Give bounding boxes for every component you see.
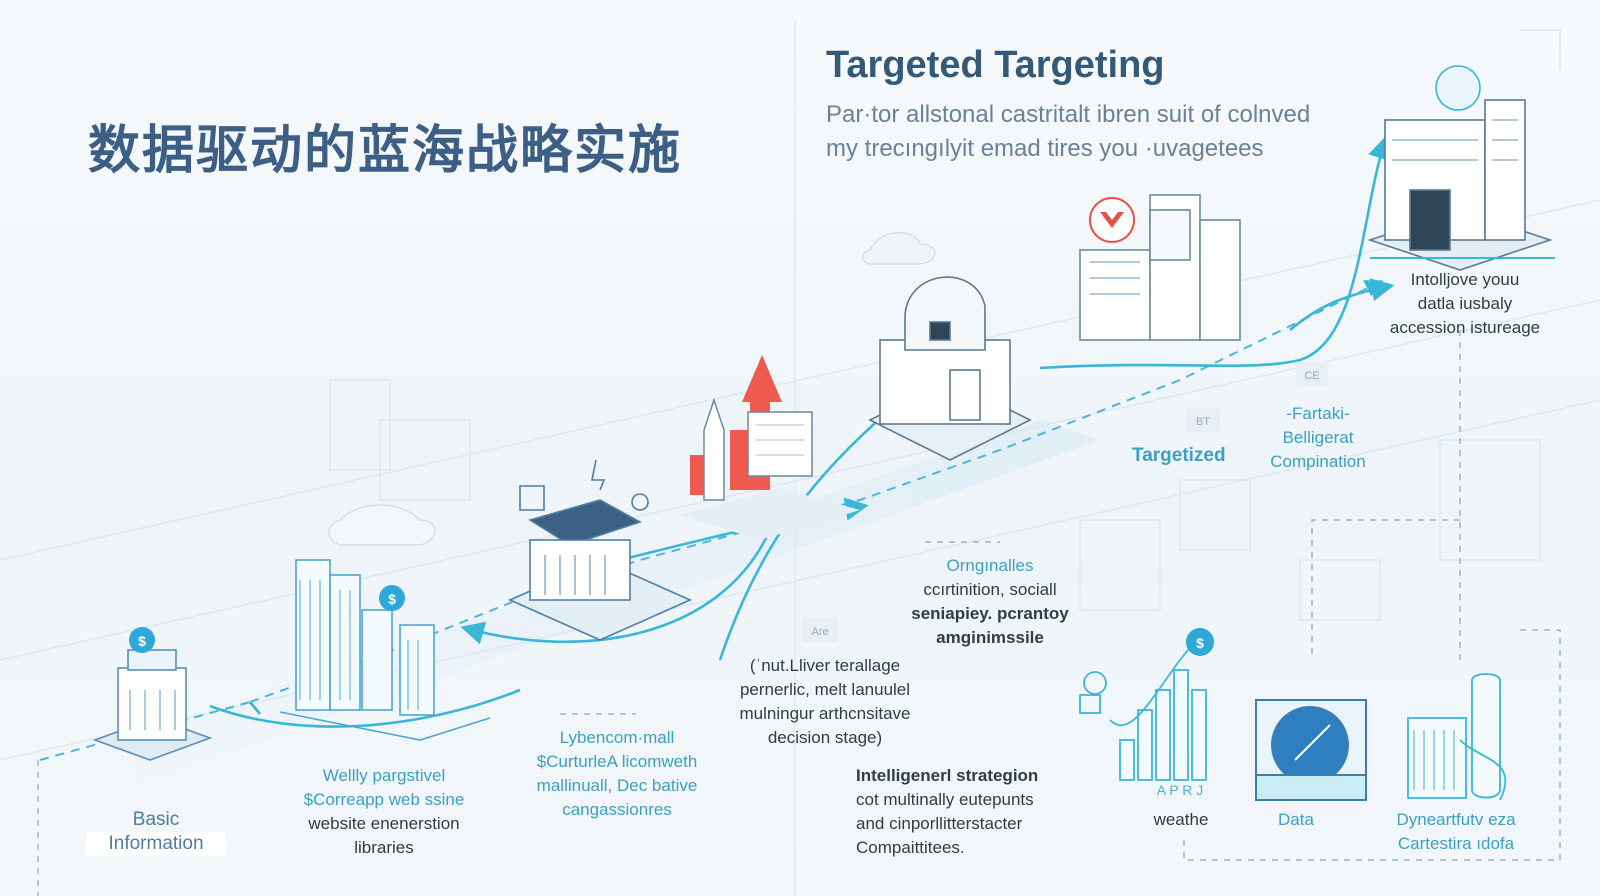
dollar-coin-icon: $ bbox=[138, 633, 146, 649]
label-line: Targetized bbox=[1132, 445, 1226, 466]
label-line: Intelligenerl strategion bbox=[856, 766, 1039, 785]
axis-letters: A P R J bbox=[1157, 782, 1203, 798]
label-web: Wellly pargstivel $Correapp web ssine we… bbox=[284, 764, 484, 860]
label-line: pernerlic, melt lanuulel bbox=[739, 680, 911, 699]
label-line: datla iusbaly bbox=[1417, 294, 1513, 313]
subtitle-line: Par·tor allstonal castritalt ibren suit … bbox=[826, 101, 1311, 128]
label-line: weathe bbox=[1153, 810, 1209, 829]
page-title: 数据驱动的蓝海战略实施 bbox=[88, 122, 683, 180]
rocket-icon bbox=[680, 355, 860, 540]
label-line: Basic bbox=[132, 809, 180, 830]
label-line: Intolljove youu bbox=[1410, 270, 1520, 289]
bt-badge: BT bbox=[1196, 416, 1210, 428]
office-building-icon bbox=[1079, 194, 1241, 341]
label-line: amginimssile bbox=[936, 628, 1044, 647]
data-tower-icon bbox=[1367, 65, 1553, 271]
label-line: -Fartaki- bbox=[1286, 404, 1350, 423]
label-decision: (ˈnut.Lliver terallage pernerlic, melt l… bbox=[720, 654, 930, 750]
label-culture: Lybencom·mall $CurturleA licomweth malli… bbox=[512, 726, 722, 822]
are-badge: Are bbox=[811, 626, 828, 638]
label-line: Dyneartfutv eza bbox=[1396, 810, 1516, 829]
pin-badge-icon bbox=[1089, 197, 1135, 243]
gauge-icon bbox=[1255, 699, 1367, 801]
label-line: (ˈnut.Lliver terallage bbox=[749, 656, 901, 675]
label-line: Lybencom·mall bbox=[559, 728, 675, 747]
label-targetized: Targetized bbox=[1132, 444, 1226, 468]
robot-head-icon bbox=[868, 276, 1032, 461]
label-line: mallinuall, Dec bative bbox=[536, 776, 698, 795]
label-data: Data bbox=[1246, 808, 1346, 832]
dollar-coin-icon: $ bbox=[1196, 635, 1204, 651]
label-line: and cinporllitterstacter bbox=[856, 814, 1023, 833]
section-subtitle: Par·tor allstonal castritalt ibren suit … bbox=[826, 98, 1310, 166]
ce-badge: CE bbox=[1304, 370, 1319, 382]
chart-icon bbox=[1109, 628, 1214, 781]
label-line: $Correapp web ssine bbox=[303, 790, 465, 809]
label-dynamic: Dyneartfutv eza Cartestira ıdofa bbox=[1376, 808, 1536, 856]
label-line: cangassionres bbox=[562, 800, 672, 819]
label-intelligent: Intelligenerl strategion cot multinally … bbox=[856, 764, 1096, 860]
library-building-icon bbox=[508, 459, 692, 641]
label-line: Information bbox=[86, 832, 226, 856]
label-line: website enenerstion bbox=[308, 814, 460, 833]
cloud-icon bbox=[328, 504, 436, 546]
dashed-connectors bbox=[37, 330, 1561, 896]
label-line: seniapiey. pcrantoy bbox=[911, 604, 1069, 623]
target-icon bbox=[1079, 671, 1107, 714]
basic-building-icon bbox=[92, 627, 213, 761]
label-line: Orngınalles bbox=[946, 556, 1034, 575]
cloud-icon bbox=[862, 232, 936, 265]
skyscraper-cluster-icon bbox=[279, 559, 491, 741]
label-line: Belligerat bbox=[1282, 428, 1354, 447]
label-line: Compination bbox=[1270, 452, 1366, 471]
label-weathe: weathe bbox=[1126, 808, 1236, 832]
label-line: Cartestira ıdofa bbox=[1397, 834, 1515, 853]
cylinder-tower-icon bbox=[1407, 673, 1507, 801]
subtitle-line: my trecıngılyit emad tires you ·uvagetee… bbox=[826, 135, 1264, 162]
label-line: Wellly pargstivel bbox=[322, 766, 446, 785]
label-intollove: Intolljove youu datla iusbaly accession … bbox=[1370, 268, 1560, 340]
label-line: cot multinally eutepunts bbox=[856, 790, 1034, 809]
label-line: decision stage) bbox=[767, 728, 883, 747]
badge-icons bbox=[802, 362, 1328, 642]
label-line: Compaittitees. bbox=[856, 838, 965, 857]
dollar-coin-icon: $ bbox=[388, 591, 396, 607]
label-originals: Orngınalles ccırtinition, sociall seniap… bbox=[880, 554, 1100, 650]
label-fartaki: -Fartaki- Belligerat Compination bbox=[1248, 402, 1388, 474]
label-basic: Basic Information bbox=[86, 808, 226, 856]
label-line: Data bbox=[1278, 810, 1314, 829]
label-line: libraries bbox=[354, 838, 414, 857]
label-line: accession istureage bbox=[1389, 318, 1541, 337]
section-title: Targeted Targeting bbox=[826, 44, 1165, 86]
label-line: mulningur arthcnsitave bbox=[739, 704, 911, 723]
label-line: ccırtinition, sociall bbox=[923, 580, 1057, 599]
label-line: $CurturleA licomweth bbox=[536, 752, 698, 771]
